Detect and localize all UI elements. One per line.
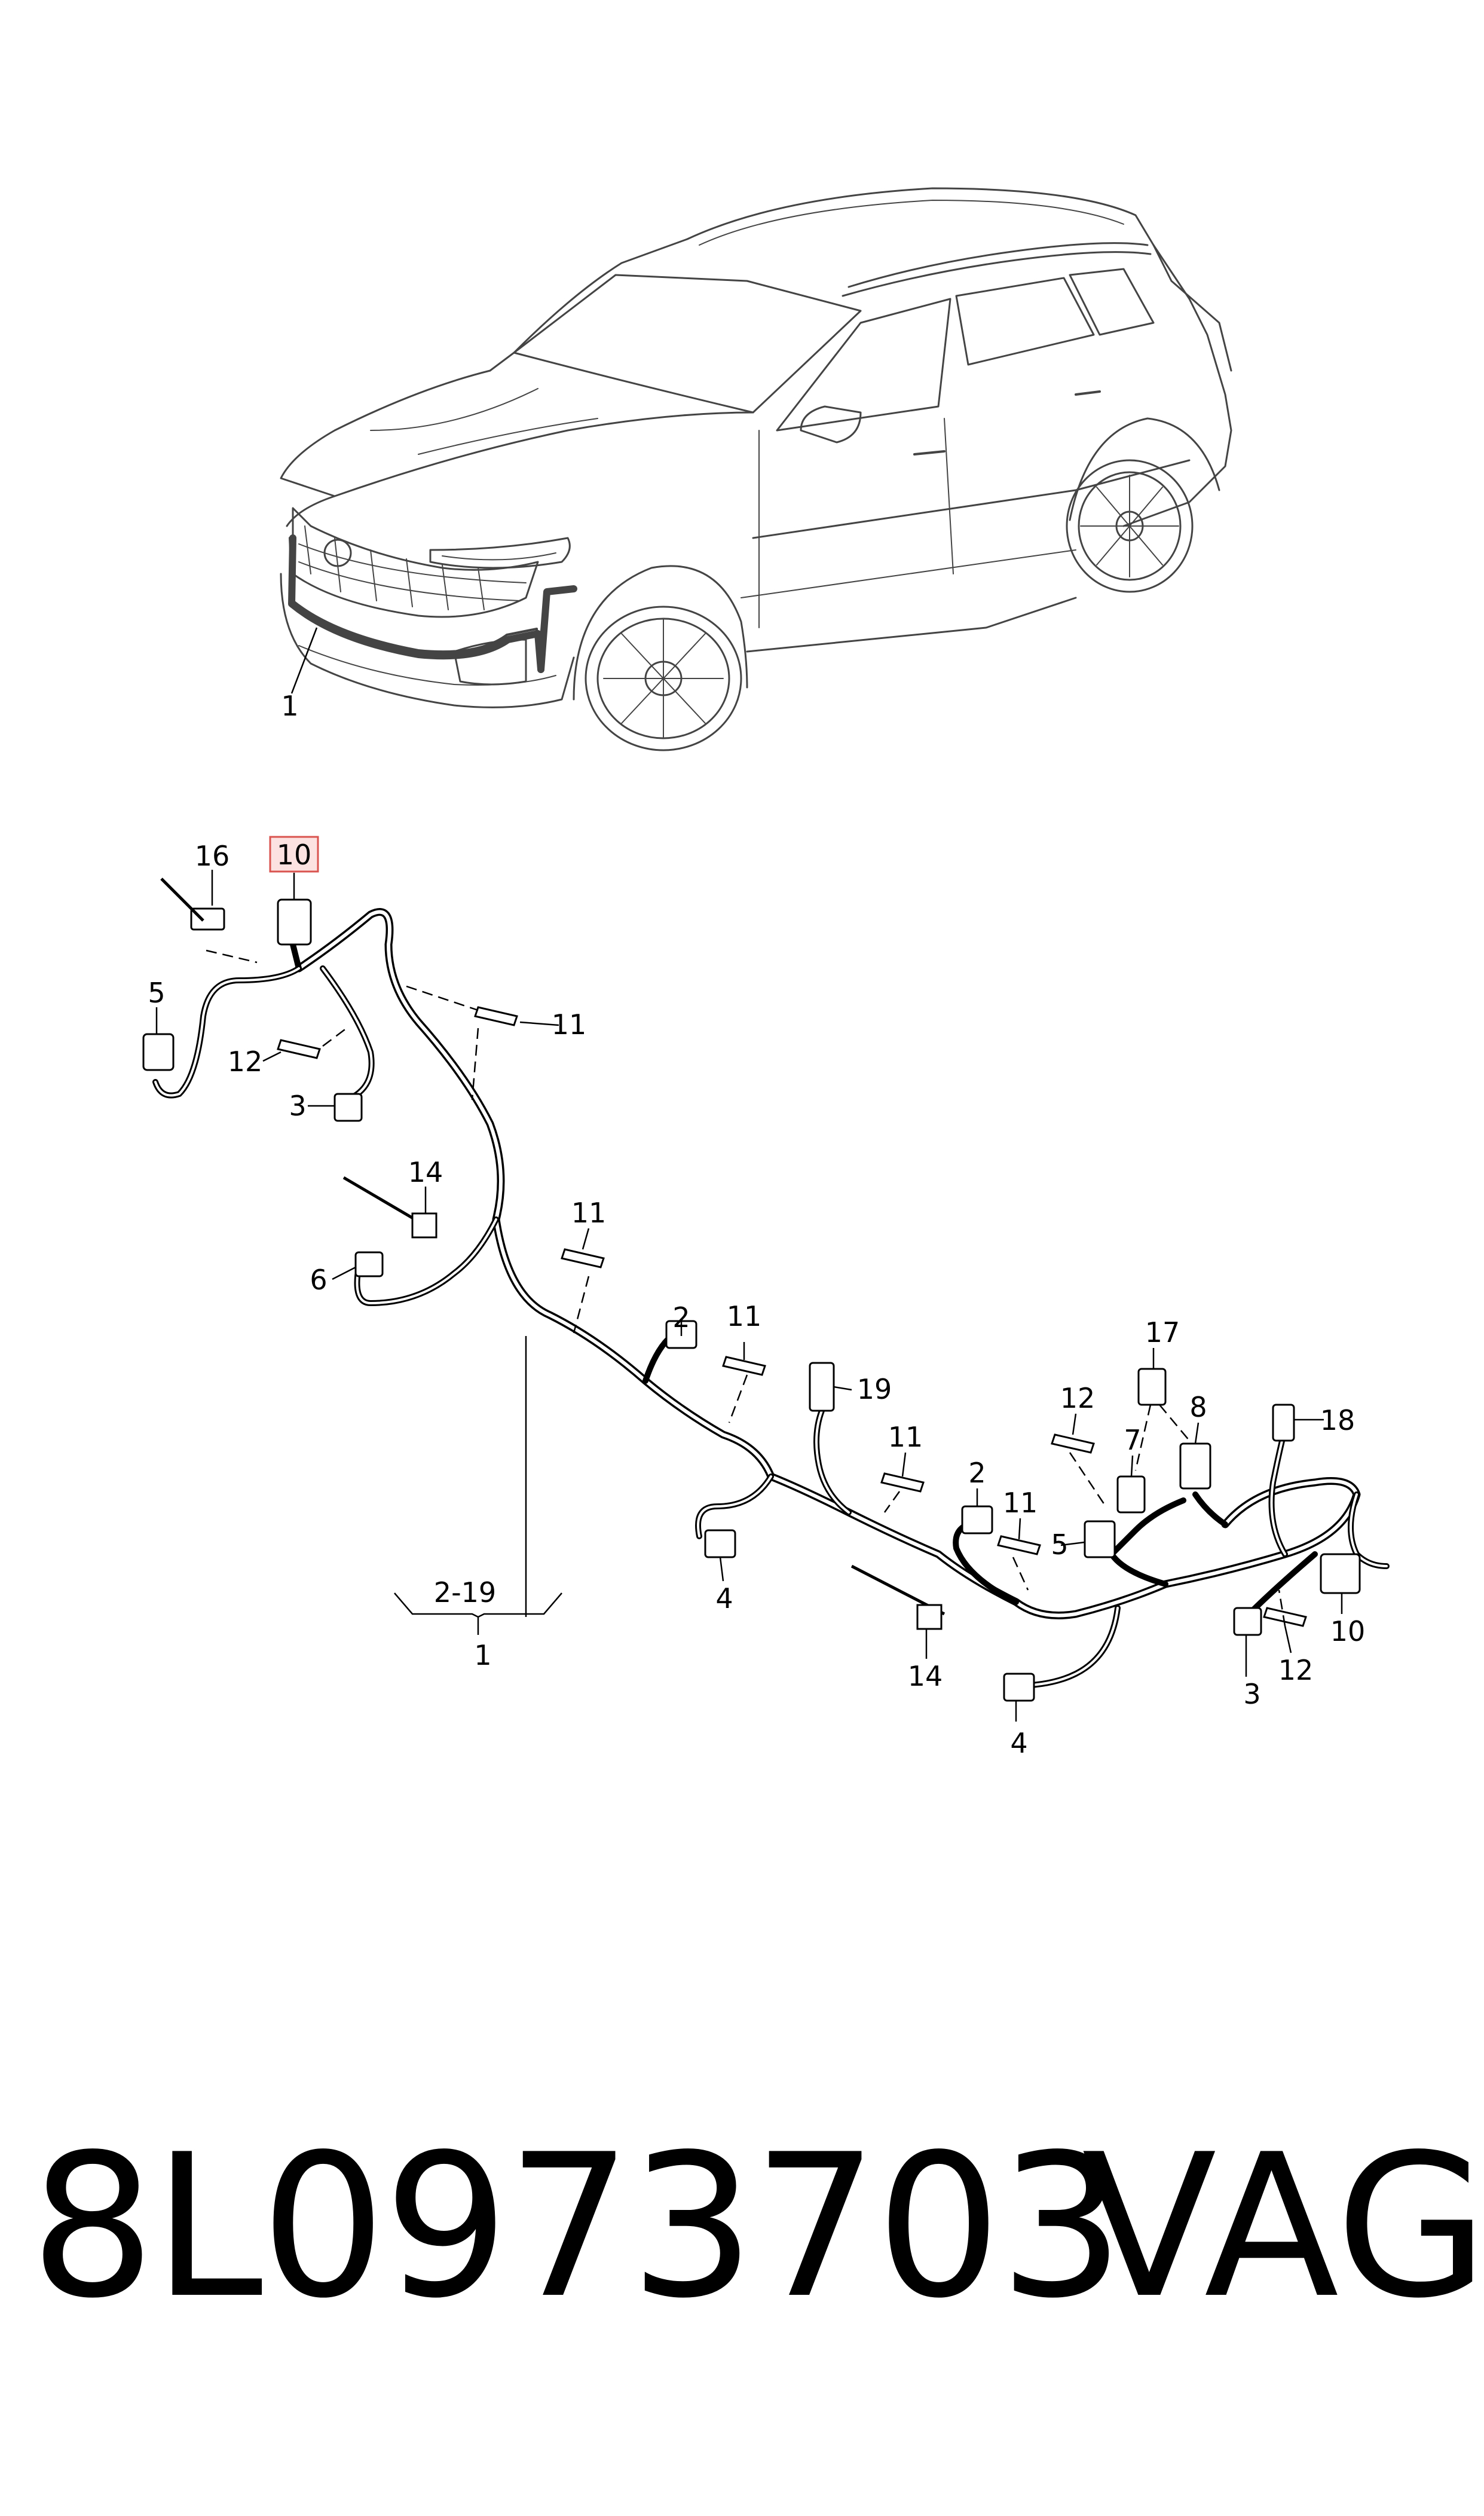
brand-name: VAG <box>1082 2112 1484 2341</box>
connector-4-bottom <box>1003 1673 1035 1702</box>
callout-assembly: 1 <box>474 1639 491 1671</box>
callout-car-harness: 1 <box>281 690 298 722</box>
connector-18 <box>1272 1404 1295 1442</box>
callout-16: 16 <box>195 840 230 872</box>
connector-19 <box>809 1362 835 1412</box>
connectors <box>142 898 1361 1702</box>
callout-7: 7 <box>1124 1424 1141 1456</box>
part-number: 8L0973703 <box>30 2112 1125 2341</box>
callout-3-bottom: 3 <box>1243 1678 1260 1710</box>
callout-2-right: 2 <box>968 1457 986 1489</box>
connector-3-top <box>333 1093 363 1122</box>
callout-6: 6 <box>310 1264 327 1296</box>
clip-11-mid <box>561 1248 605 1268</box>
callout-14-top: 14 <box>408 1156 443 1188</box>
clip-11-center <box>880 1472 925 1493</box>
callout-19: 19 <box>857 1373 892 1405</box>
connector-7 <box>1116 1475 1146 1514</box>
callout-5-top: 5 <box>148 977 165 1009</box>
connector-16 <box>190 907 225 931</box>
callout-18: 18 <box>1320 1404 1356 1436</box>
connector-8 <box>1179 1442 1211 1490</box>
wiring-harness <box>152 908 1390 1689</box>
connector-6 <box>354 1251 384 1277</box>
cable-ties <box>160 878 946 1630</box>
callout-11-right: 11 <box>1003 1487 1038 1519</box>
callout-4-bottom: 4 <box>1010 1727 1027 1759</box>
connector-2-right <box>961 1505 993 1534</box>
dashed-lines <box>206 949 1286 1627</box>
callout-11-top: 11 <box>552 1008 587 1041</box>
callout-range: 2-19 <box>434 1576 496 1609</box>
callout-3-top: 3 <box>289 1090 306 1122</box>
clip-12-top <box>277 1039 321 1059</box>
connector-5-right <box>1084 1520 1116 1558</box>
callout-8: 8 <box>1189 1391 1207 1423</box>
callout-2-mid: 2 <box>672 1301 690 1334</box>
callout-4-mid: 4 <box>715 1582 733 1615</box>
parts-diagram: 1 16 10 5 11 12 3 14 6 11 2 11 19 11 4 2… <box>142 187 1390 1759</box>
callout-labels: 1 16 10 5 11 12 3 14 6 11 2 11 19 11 4 2… <box>148 690 1365 1759</box>
leader-lines <box>155 627 1343 1722</box>
clip-11-top <box>474 1006 518 1026</box>
highlight-box-10 <box>269 836 319 873</box>
callout-5-right: 5 <box>1051 1528 1068 1561</box>
callout-10-top: 10 <box>277 839 312 871</box>
clip-11-right <box>997 1535 1041 1555</box>
connector-10-right <box>1320 1553 1361 1594</box>
callout-12-top: 12 <box>228 1045 263 1078</box>
vehicle-illustration <box>280 187 1232 751</box>
cable-tie-16 <box>160 878 204 922</box>
connector-4-mid <box>704 1529 736 1558</box>
connector-10-top <box>277 898 312 946</box>
callout-14-bottom: 14 <box>908 1660 943 1692</box>
callout-10-right: 10 <box>1330 1615 1366 1647</box>
callout-17: 17 <box>1145 1316 1180 1349</box>
clip-11-mid2 <box>722 1356 766 1376</box>
connector-17 <box>1137 1368 1167 1406</box>
callout-12-bottom: 12 <box>1278 1654 1314 1686</box>
callout-11-center: 11 <box>888 1421 923 1453</box>
connector-5-top <box>142 1033 175 1071</box>
connector-3-bottom <box>1233 1607 1262 1636</box>
callout-11-mid: 11 <box>571 1197 607 1229</box>
callout-11-mid2: 11 <box>727 1300 762 1332</box>
callout-12-right: 12 <box>1060 1382 1096 1414</box>
clip-12-right <box>1051 1433 1095 1454</box>
clip-12-bottom <box>1263 1607 1307 1627</box>
